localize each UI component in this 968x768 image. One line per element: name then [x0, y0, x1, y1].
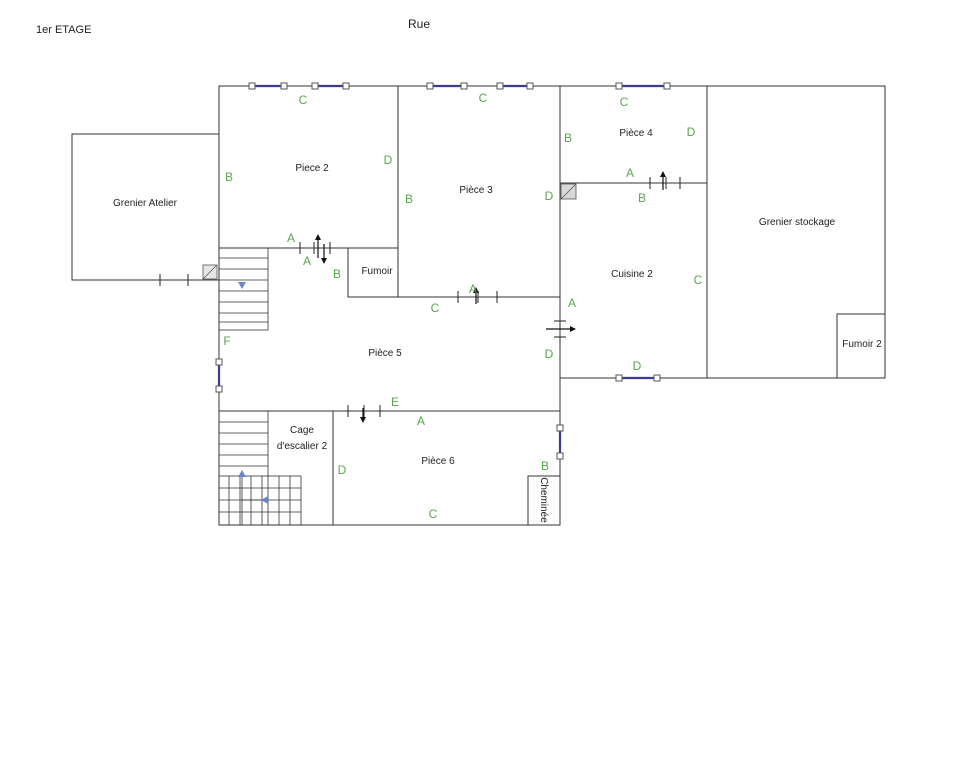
wall-letter: C — [694, 273, 703, 287]
label-piece-5: Pièce 5 — [368, 348, 402, 359]
stair-arrow-up-icon — [238, 470, 246, 477]
arrow-up-icon — [315, 234, 321, 240]
staircase-1 — [218, 247, 269, 331]
wall-letter: B — [405, 192, 413, 206]
label-piece-3: Pièce 3 — [459, 185, 493, 196]
window-piece2-left — [248, 82, 288, 90]
wall-letter: C — [620, 95, 629, 109]
window-piece6-right — [556, 424, 564, 460]
arrow-right-icon — [570, 326, 576, 332]
window-cuisine2 — [615, 374, 661, 382]
room-piece-6 — [332, 410, 561, 526]
room-cheminee — [527, 475, 561, 526]
door-piece3 — [457, 287, 498, 304]
stair-arrow-down-icon — [238, 282, 246, 289]
label-fumoir-2: Fumoir 2 — [842, 339, 882, 350]
label-piece-4: Pièce 4 — [619, 128, 653, 139]
wall-letter: D — [338, 463, 347, 477]
label-cuisine-2: Cuisine 2 — [611, 269, 653, 280]
corner-marker-1 — [202, 264, 218, 280]
wall-letter: A — [568, 296, 576, 310]
room-piece-4 — [559, 85, 708, 184]
wall-letter: A — [303, 254, 311, 268]
room-cuisine-2 — [559, 182, 708, 379]
stair-arrow-left-icon — [261, 496, 268, 504]
street-label: Rue — [408, 17, 430, 31]
label-piece-2: Piece 2 — [295, 163, 329, 174]
label-grenier-stockage: Grenier stockage — [759, 217, 836, 228]
arrow-down-icon — [360, 417, 366, 423]
window-piece5-left — [215, 358, 223, 393]
wall-letter: C — [299, 93, 308, 107]
door-cuisine2 — [546, 320, 576, 338]
window-piece3-left — [426, 82, 468, 90]
label-piece-6: Pièce 6 — [421, 456, 455, 467]
wall-letter: A — [417, 414, 425, 428]
wall-letter: D — [384, 153, 393, 167]
wall-letter: B — [333, 267, 341, 281]
staircase-2 — [218, 411, 302, 526]
arrow-up-icon — [473, 287, 479, 293]
arrow-down-icon — [321, 258, 327, 264]
room-piece-3 — [397, 85, 561, 298]
wall-letter: A — [626, 166, 634, 180]
label-grenier-atelier: Grenier Atelier — [113, 198, 178, 209]
label-fumoir: Fumoir — [361, 266, 393, 277]
window-piece4 — [615, 82, 671, 90]
window-piece3-right — [496, 82, 534, 90]
wall-letter: D — [545, 347, 554, 361]
wall-letter: B — [564, 131, 572, 145]
wall-letter: B — [638, 191, 646, 205]
wall-letter: A — [287, 231, 295, 245]
room-piece-2 — [218, 85, 399, 249]
door-piece6 — [347, 405, 381, 423]
wall-letter: D — [545, 189, 554, 203]
wall-letter: C — [479, 91, 488, 105]
label-cheminee: Cheminée — [538, 477, 549, 523]
label-cage-line2: d'escalier 2 — [277, 441, 328, 452]
label-cage-line1: Cage — [290, 425, 314, 436]
room-grenier-atelier — [71, 133, 220, 281]
wall-letter: C — [431, 301, 440, 315]
wall-letter: B — [541, 459, 549, 473]
wall-letter: E — [391, 395, 399, 409]
wall-letter: A — [469, 282, 477, 296]
wall-letter: D — [687, 125, 696, 139]
door-piece4 — [649, 171, 681, 190]
wall-letter: D — [633, 359, 642, 373]
corner-marker-2 — [560, 183, 577, 200]
wall-letter: B — [225, 170, 233, 184]
wall-letter: F — [223, 334, 230, 348]
window-piece2-right — [311, 82, 350, 90]
wall-letter: C — [429, 507, 438, 521]
room-fumoir — [347, 247, 399, 298]
arrow-up-icon — [660, 171, 666, 177]
door-grenier-atelier — [159, 274, 189, 286]
floor-title: 1er ETAGE — [36, 24, 91, 36]
room-cage-escalier-2 — [218, 410, 334, 526]
door-piece2 — [299, 234, 331, 264]
room-fumoir-2 — [836, 313, 886, 379]
